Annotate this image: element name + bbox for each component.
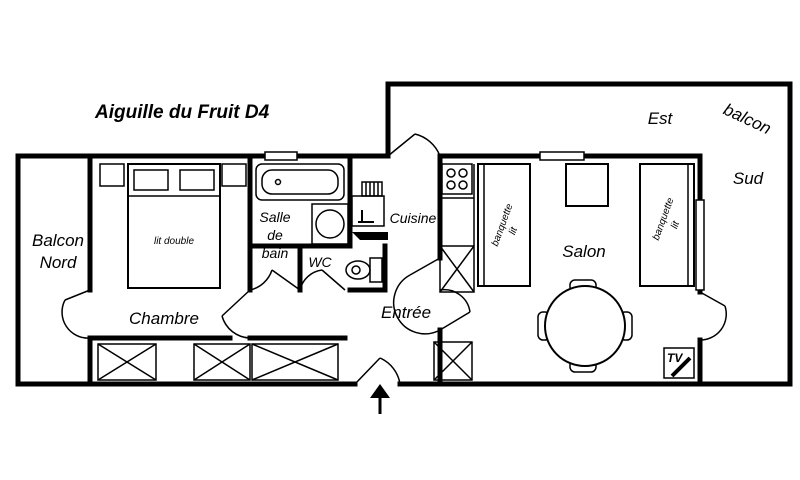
sofa-right-label-1: banquette xyxy=(651,196,677,242)
wc-label: WC xyxy=(308,254,332,270)
sofa-left-label-1: banquette xyxy=(490,202,516,248)
cuisine-label: Cuisine xyxy=(390,210,437,226)
entree-cupboard xyxy=(433,341,473,381)
sdb-label-2: de xyxy=(267,227,283,243)
radiator xyxy=(361,181,383,197)
bathroom-fixtures xyxy=(255,163,349,245)
sdb-label-1: Salle xyxy=(259,209,290,225)
sofa-right-label-2: lit xyxy=(669,219,682,231)
entree-label: Entrée xyxy=(381,303,431,322)
kitchen xyxy=(439,163,475,293)
toilet xyxy=(345,257,383,283)
balcon-nord-label-1: Balcon xyxy=(32,231,84,250)
sdb-label-3: bain xyxy=(262,245,289,261)
doors xyxy=(61,133,728,385)
balcon-sud-label: Sud xyxy=(733,169,764,188)
balcon-nord-label-2: Nord xyxy=(40,253,77,272)
salon-label: Salon xyxy=(562,242,605,261)
windows xyxy=(264,151,705,291)
tv-label: TV xyxy=(667,351,683,365)
entrance-arrow-icon xyxy=(370,384,390,414)
balcon-label: balcon xyxy=(721,100,774,138)
tv-icon xyxy=(663,347,695,379)
small-sink xyxy=(351,195,388,240)
sofa-left-label-2: lit xyxy=(507,225,520,237)
bed xyxy=(99,163,247,289)
balcon-est-label: Est xyxy=(648,109,674,128)
plan-title: Aiguille du Fruit D4 xyxy=(94,102,270,123)
sofa-bed-left xyxy=(477,163,531,287)
dining-table xyxy=(537,279,633,373)
chambre-label: Chambre xyxy=(129,309,199,328)
wardrobes-chambre xyxy=(97,343,339,381)
bed-label: lit double xyxy=(154,236,194,247)
cabinet xyxy=(565,163,609,207)
sofa-bed-right xyxy=(639,163,695,287)
outer-walls xyxy=(15,81,793,387)
